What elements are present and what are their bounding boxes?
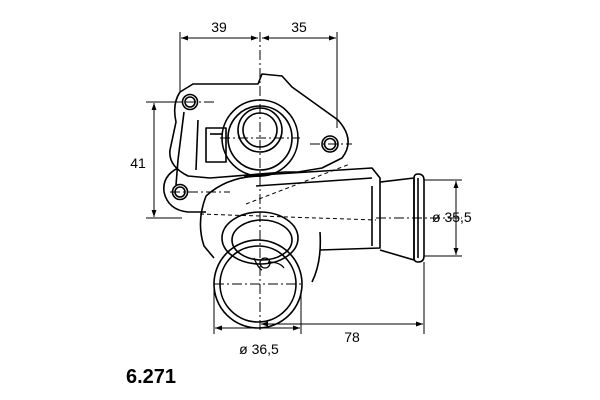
bottom-inlet — [213, 211, 303, 329]
dim-bottom-diameter: ø 36,5 — [239, 341, 279, 357]
dim-top-right: 35 — [291, 19, 307, 35]
part-number: 6.271 — [126, 366, 176, 388]
dim-bottom-length: 78 — [344, 329, 360, 345]
dimension-lines — [146, 32, 462, 334]
hidden-lines — [199, 163, 377, 221]
dim-left-height: 41 — [130, 155, 146, 171]
housing-body — [162, 73, 415, 283]
dim-outlet-diameter: ø 35,5 — [432, 209, 472, 225]
dim-top-left: 39 — [211, 19, 227, 35]
